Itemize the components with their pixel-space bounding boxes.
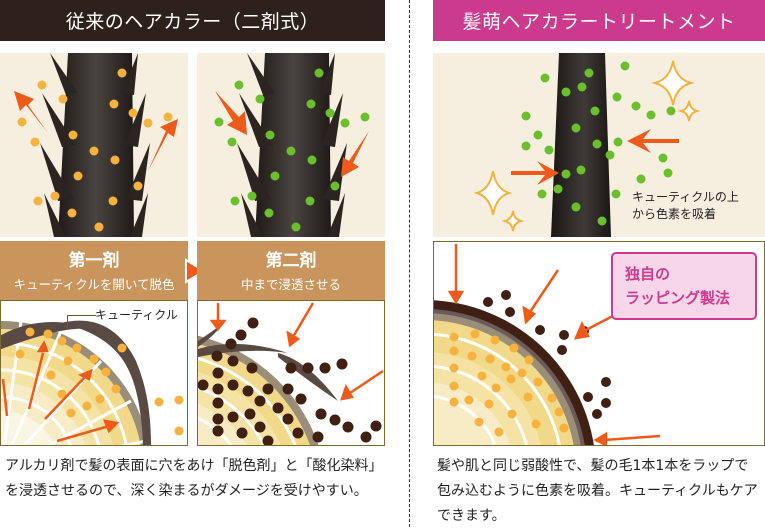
conventional-color-header: 従来のヘアカラー（二剤式） [0,0,385,41]
hair-strand-wrapping-illustration [473,53,701,237]
badge-line2: ラッピング製法 [625,289,731,307]
hair-note-line1: キューティクルの上 [632,190,739,204]
treatment-title: 髪萌ヘアカラートリートメント [462,11,736,33]
conventional-description: アルカリ剤で髪の表面に穴をあけ「脱色剤」と「酸化染料」を浸透させるので、深く染ま… [5,458,383,499]
hair-cross-section-wrapping-illustration [434,244,661,445]
treatment-cross-section: 独自の ラッピング製法 [433,241,765,446]
hair-strand-bleach-illustration [14,53,178,237]
hair-note-line2: から色素を吸着 [632,207,717,221]
badge-line1: 独自の [625,265,671,283]
step1-title: 第一剤 [68,251,120,271]
treatment-description: 髪や肌と同じ弱酸性で、髪の毛1本1本をラップで包み込むように色素を吸着。キューテ… [437,458,758,524]
section-divider [409,0,410,527]
step2-label-bar: 第二剤 中まで浸透させる [197,241,385,300]
cuticle-label: キューティクル [95,308,178,322]
hair-panel-step2 [197,53,385,237]
step2-subtitle: 中まで浸透させる [240,277,341,292]
step2-title: 第二剤 [265,251,317,271]
wrapping-method-badge: 独自の ラッピング製法 [611,252,757,320]
treatment-header: 髪萌ヘアカラートリートメント [433,0,765,41]
cross-section-step2 [197,300,385,446]
cross-section-step1: キューティクル [0,300,188,446]
step1-subtitle: キューティクルを開いて脱色 [13,277,175,292]
hair-panel-step1 [0,53,188,237]
next-step-arrow-icon [184,258,206,284]
conventional-color-title: 従来のヘアカラー（二剤式） [65,11,320,33]
cuticle-leader-line [67,315,96,330]
hair-cross-section-bleach-illustration [1,320,184,445]
hair-note: キューティクルの上 から色素を吸着 [632,189,739,223]
treatment-hair-panel: キューティクルの上 から色素を吸着 [433,53,765,237]
hair-cross-section-dye-illustration [198,302,384,445]
step1-label-bar: 第一剤 キューティクルを開いて脱色 [0,241,188,300]
hair-strand-dye-illustration [214,53,370,237]
